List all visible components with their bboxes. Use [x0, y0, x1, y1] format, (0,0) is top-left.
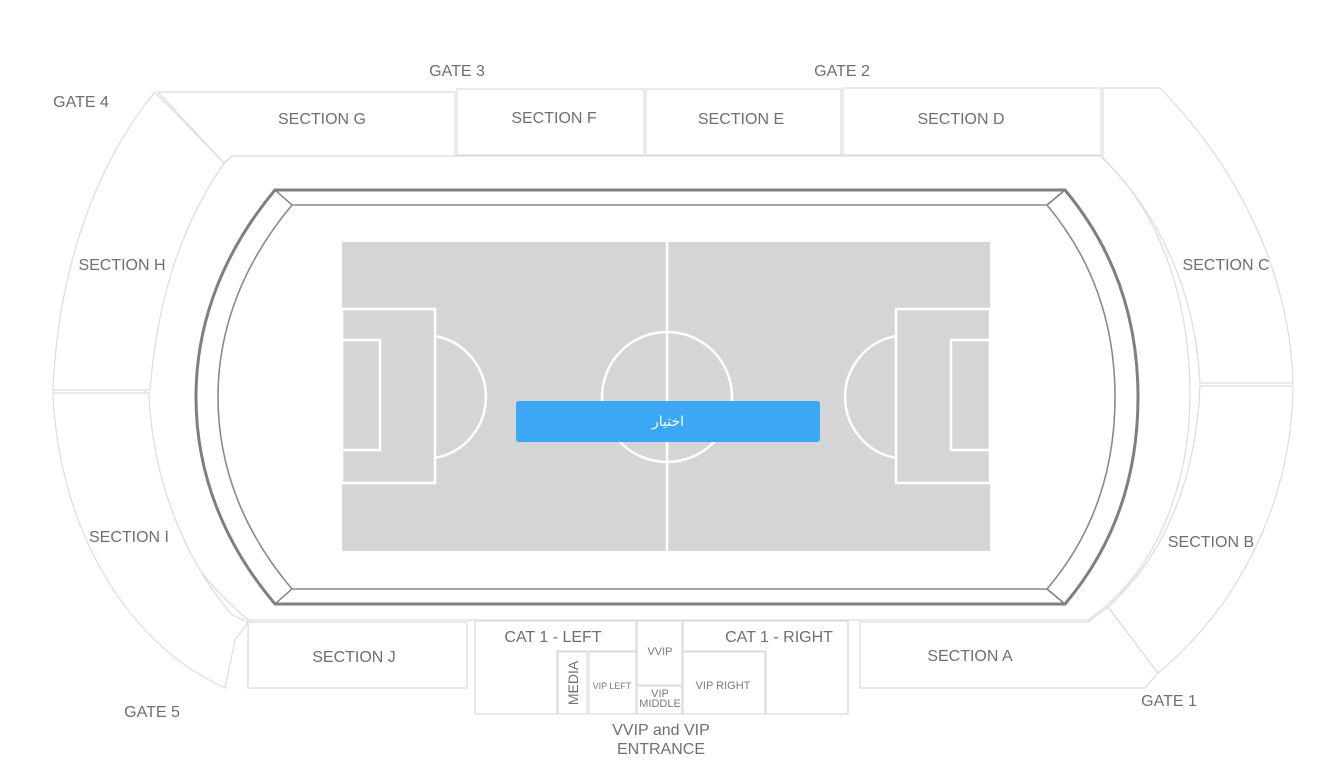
- section-c-label: SECTION C: [1182, 257, 1269, 274]
- media-section[interactable]: [557, 651, 588, 715]
- section-f-label: SECTION F: [511, 110, 597, 127]
- cat1-left-section[interactable]: [474, 620, 637, 715]
- right-goal-box: [949, 338, 992, 452]
- section-i[interactable]: [52, 392, 249, 689]
- right-penalty-arc: [843, 334, 897, 460]
- gate-5-label: GATE 5: [124, 704, 180, 721]
- track-corner: [1046, 588, 1066, 605]
- vip-middle-label-2: MIDDLE: [639, 698, 681, 710]
- gate-2-label: GATE 2: [814, 63, 870, 80]
- section-e-label: SECTION E: [698, 111, 784, 128]
- section-a[interactable]: [859, 606, 1159, 689]
- vip-middle-label-1: VIP: [651, 688, 669, 700]
- section-d[interactable]: [842, 87, 1102, 156]
- section-h[interactable]: [52, 91, 225, 391]
- section-j[interactable]: [247, 621, 468, 689]
- section-f[interactable]: [456, 88, 645, 156]
- section-c[interactable]: [1102, 87, 1294, 384]
- vip-right-label: VIP RIGHT: [696, 680, 751, 692]
- gate-3-label: GATE 3: [429, 63, 485, 80]
- center-circle: [600, 330, 734, 464]
- section-a-label: SECTION A: [927, 648, 1013, 665]
- track-corner: [1046, 189, 1066, 206]
- cat1-left-label: CAT 1 - LEFT: [504, 629, 601, 646]
- vvip-section[interactable]: [636, 620, 683, 686]
- vip-right-section[interactable]: [682, 651, 766, 715]
- vip-left-label: VIP LEFT: [593, 681, 632, 691]
- gate-4-label: GATE 4: [53, 94, 109, 111]
- track-corner: [274, 189, 293, 206]
- select-button[interactable]: اختيار: [516, 401, 820, 442]
- section-j-label: SECTION J: [312, 649, 396, 666]
- section-d-label: SECTION D: [917, 111, 1004, 128]
- section-b[interactable]: [1107, 385, 1294, 674]
- section-g-label: SECTION G: [278, 111, 366, 128]
- left-goal-box: [340, 338, 382, 452]
- section-e[interactable]: [645, 88, 842, 156]
- media-label: MEDIA: [565, 660, 581, 705]
- section-i-label: SECTION I: [89, 529, 169, 546]
- vip-left-section[interactable]: [588, 651, 637, 715]
- cat1-right-label: CAT 1 - RIGHT: [725, 629, 833, 646]
- left-penalty-arc: [434, 334, 488, 460]
- gate-1-label: GATE 1: [1141, 693, 1197, 710]
- vip-middle-section[interactable]: [636, 685, 683, 715]
- entrance-label-2: ENTRANCE: [617, 741, 705, 758]
- section-h-label: SECTION H: [78, 257, 165, 274]
- cat1-right-section[interactable]: [682, 620, 849, 715]
- track-corner: [274, 588, 293, 605]
- vvip-label: VVIP: [647, 646, 672, 658]
- section-b-label: SECTION B: [1168, 534, 1254, 551]
- entrance-label-1: VVIP and VIP: [612, 722, 710, 739]
